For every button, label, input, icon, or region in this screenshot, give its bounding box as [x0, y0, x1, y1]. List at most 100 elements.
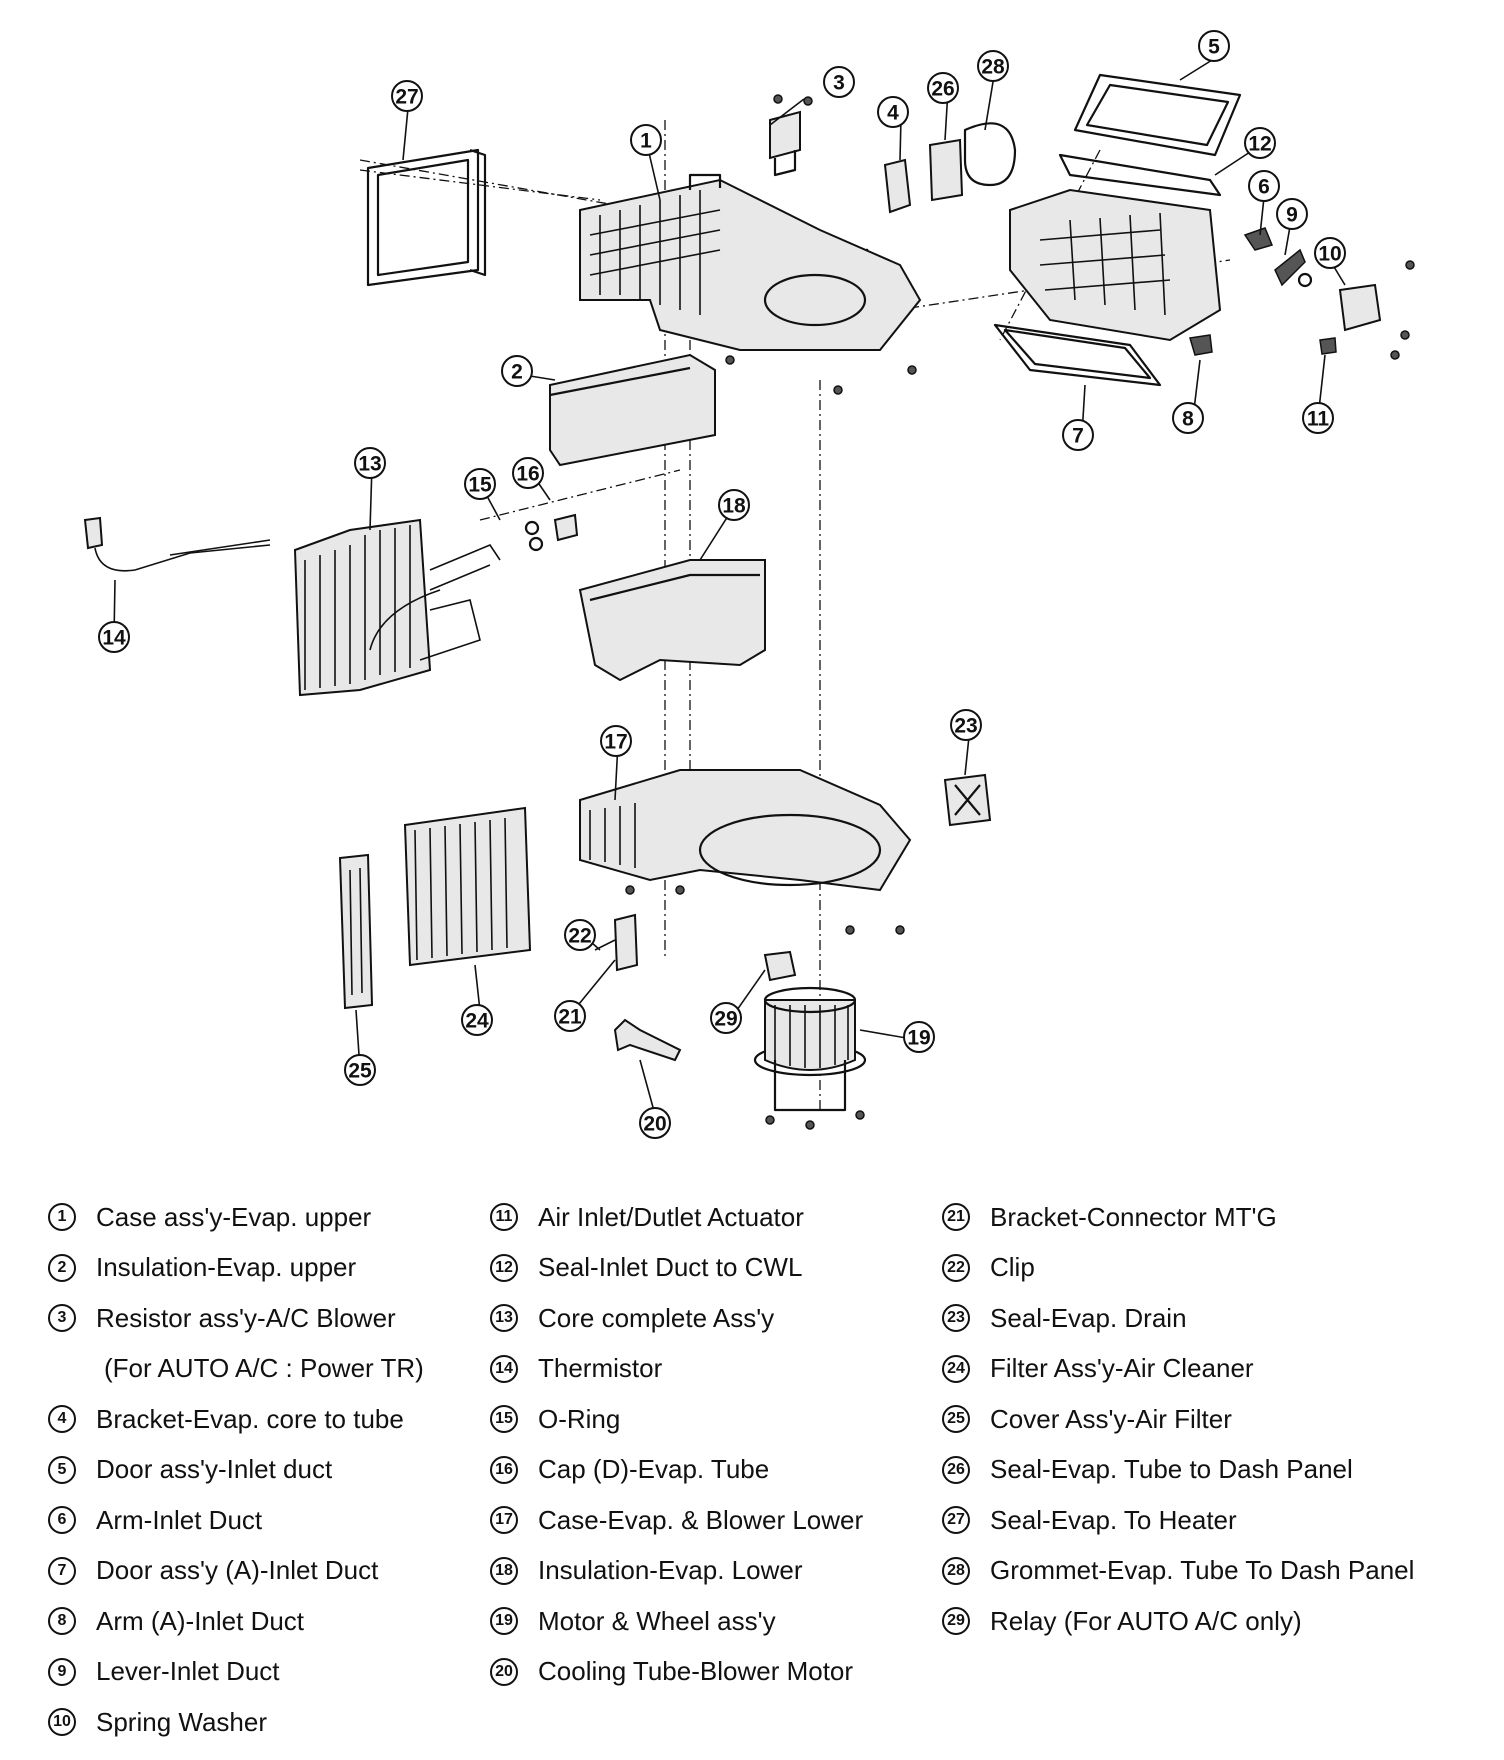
callout-8: 8 — [1172, 402, 1204, 434]
callout-label: 14 — [102, 627, 126, 650]
motor-wheel-part — [753, 986, 867, 1112]
legend-item: 3 Resistor ass'y-A/C Blower — [48, 1296, 396, 1340]
callout-24: 24 — [461, 1004, 493, 1036]
legend-number: 18 — [490, 1556, 518, 1585]
callout-21: 21 — [554, 1000, 586, 1032]
legend-text: Bracket-Connector MT'G — [990, 1201, 1277, 1232]
legend-text: Arm-Inlet Duct — [96, 1504, 263, 1535]
callout-3: 3 — [823, 66, 855, 98]
callout-label: 11 — [1307, 408, 1330, 431]
legend-text: Bracket-Evap. core to tube — [96, 1403, 404, 1434]
callout-label: 9 — [1286, 204, 1298, 227]
legend-number: 16 — [490, 1455, 518, 1484]
legend-text: Resistor ass'y-A/C Blower — [96, 1302, 396, 1333]
legend-number: 5 — [48, 1455, 76, 1484]
callout-label: 29 — [714, 1008, 737, 1031]
callout-22: 22 — [564, 919, 596, 951]
legend-item: 2 Insulation-Evap. upper — [48, 1246, 356, 1290]
callout-label: 2 — [511, 361, 523, 384]
legend-number: 25 — [942, 1405, 970, 1433]
legend-text: O-Ring — [538, 1403, 621, 1434]
legend-text: Thermistor — [538, 1353, 663, 1383]
callout-4: 4 — [877, 96, 909, 128]
legend-number: 17 — [490, 1506, 518, 1534]
callout-27: 27 — [391, 80, 423, 112]
legend-text: Relay (For AUTO A/C only) — [990, 1605, 1302, 1636]
filter-part — [403, 806, 532, 967]
legend-text: Spring Washer — [96, 1706, 267, 1737]
legend-text: Seal-Inlet Duct to CWL — [538, 1252, 803, 1282]
insulation-upper-part — [549, 353, 716, 467]
legend-item: 13 Core complete Ass'y — [490, 1296, 774, 1340]
callout-label: 1 — [640, 130, 652, 153]
insulation-lower-part — [578, 559, 766, 682]
callout-label: 25 — [348, 1060, 372, 1083]
legend-text: Cover Ass'y-Air Filter — [990, 1403, 1232, 1434]
legend-text: Core complete Ass'y — [538, 1302, 775, 1333]
callout-label: 20 — [643, 1113, 666, 1136]
seal-evap-to-heater-part — [366, 148, 487, 287]
legend-number: 15 — [490, 1405, 518, 1433]
legend-number: 1 — [48, 1203, 76, 1231]
thermistor-part — [83, 516, 271, 572]
callout-label: 13 — [358, 453, 381, 476]
legend-number: 21 — [942, 1203, 970, 1231]
callout-28: 28 — [977, 50, 1009, 82]
legend-text: Door ass'y-Inlet duct — [96, 1454, 333, 1484]
callout-label: 7 — [1072, 425, 1084, 448]
callout-1: 1 — [630, 124, 662, 156]
case-lower-part — [579, 769, 912, 892]
legend-item: 14 Thermistor — [490, 1347, 662, 1391]
callout-29: 29 — [710, 1002, 742, 1034]
legend-item: 7 Door ass'y (A)-Inlet Duct — [48, 1549, 378, 1593]
callout-label: 19 — [907, 1027, 930, 1050]
legend-number: 6 — [48, 1506, 76, 1534]
callout-16: 16 — [512, 457, 544, 489]
legend-text: Air Inlet/Dutlet Actuator — [538, 1201, 804, 1232]
cover-part — [338, 853, 374, 1010]
legend-number: 3 — [48, 1304, 76, 1332]
callout-26: 26 — [927, 72, 959, 104]
callout-6: 6 — [1248, 170, 1280, 202]
legend-text: Insulation-Evap. upper — [96, 1252, 357, 1282]
grommet-part — [963, 122, 1017, 187]
legend-number: 7 — [48, 1556, 76, 1585]
callout-label: 27 — [395, 86, 418, 109]
callout-12: 12 — [1244, 127, 1276, 159]
callout-label: 18 — [722, 495, 746, 518]
legend-item: 5 Door ass'y-Inlet duct — [48, 1448, 332, 1492]
bracket-part — [883, 158, 912, 214]
legend-number: 9 — [48, 1657, 76, 1686]
legend-number: 12 — [490, 1253, 518, 1282]
door-inlet-duct-part — [1073, 73, 1242, 157]
legend-text: Motor & Wheel ass'y — [538, 1605, 776, 1636]
callout-label: 5 — [1208, 36, 1220, 59]
callout-11: 11 — [1302, 402, 1334, 434]
callout-18: 18 — [718, 489, 750, 521]
legend-text: Grommet-Evap. Tube To Dash Panel — [990, 1555, 1415, 1585]
legend-text: Door ass'y (A)-Inlet Duct — [96, 1555, 379, 1585]
callout-17: 17 — [600, 725, 632, 757]
callout-23: 23 — [950, 709, 982, 741]
legend-number: 2 — [48, 1253, 76, 1282]
legend-number: 23 — [942, 1304, 970, 1332]
callout-label: 10 — [1318, 243, 1341, 266]
legend-number: 13 — [490, 1304, 518, 1332]
callout-label: 17 — [604, 731, 627, 754]
legend-text: Cap (D)-Evap. Tube — [538, 1454, 770, 1484]
callout-label: 6 — [1258, 176, 1270, 199]
legend-number: 14 — [490, 1354, 518, 1383]
relay-part — [763, 950, 797, 982]
callout-label: 8 — [1182, 408, 1194, 431]
